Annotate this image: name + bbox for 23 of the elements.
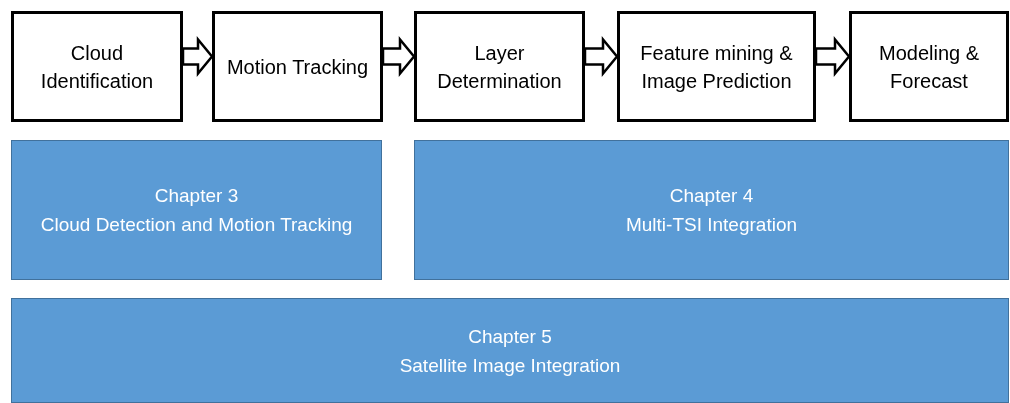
step-label: Motion Tracking: [226, 54, 369, 80]
chapter-subtitle: Multi-TSI Integration: [625, 213, 798, 237]
process-box: [617, 11, 816, 122]
chapter-title: Chapter 4: [669, 184, 754, 208]
step-label: Modeling & Forecast: [877, 40, 981, 94]
chapter-title: Chapter 3: [154, 184, 239, 208]
process-box: [212, 11, 383, 122]
block-arrow: [181, 36, 214, 77]
step-label: Cloud Identification: [39, 40, 155, 94]
block-arrow: [381, 36, 416, 77]
process-box: [414, 11, 585, 122]
chapter-title: Chapter 5: [468, 324, 552, 349]
block-arrow: [814, 36, 851, 77]
chapter-panel: [11, 140, 382, 280]
chapter-panel: [414, 140, 1009, 280]
chapter-panel: [11, 298, 1009, 403]
step-label: Feature mining & Image Prediction: [639, 40, 794, 94]
step-label: Layer Determination: [436, 40, 563, 94]
process-box: [849, 11, 1009, 122]
process-box: [11, 11, 183, 122]
chapter-subtitle: Cloud Detection and Motion Tracking: [40, 213, 353, 237]
chapter-subtitle: Satellite Image Integration: [399, 353, 621, 378]
block-arrow: [583, 36, 619, 77]
